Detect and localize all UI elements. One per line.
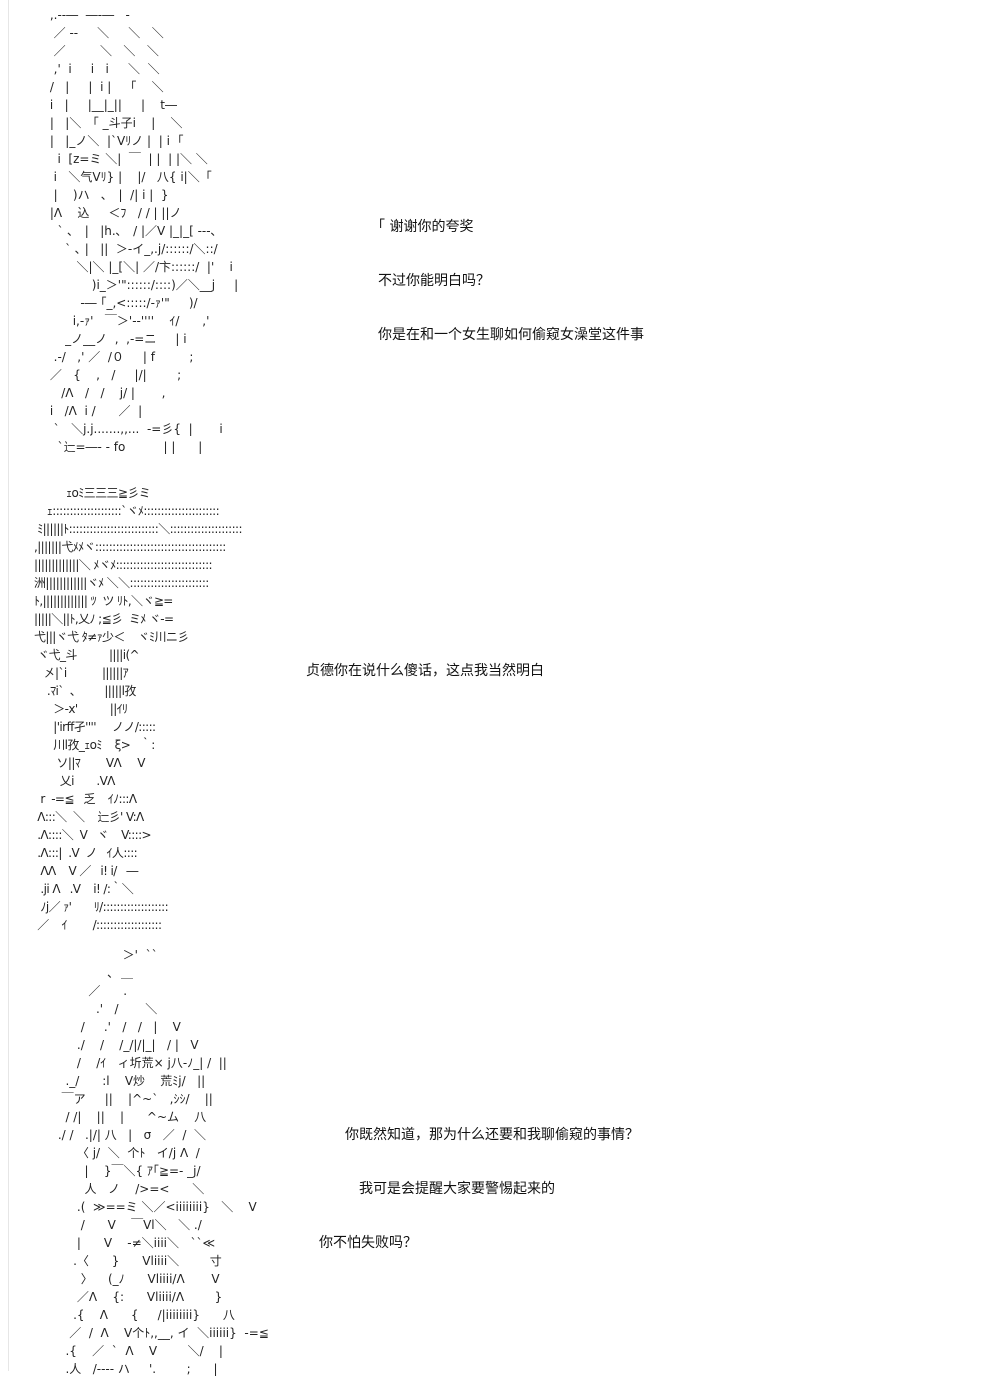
dialogue-line: 不过你能明白吗？ — [378, 273, 490, 289]
dialogue-line: ｢ 谢谢你的夸奖 — [378, 219, 474, 235]
dialogue-block-3: 你既然知道，那为什么还要和我聊偷窥的事情？ 我可是会提醒大家要警惕起来的 你不怕… — [319, 1090, 639, 1288]
ascii-art-character-3: ＞' `` ､ ＿ ／ . .' / ＼ / .' / / | V ./ / /… — [57, 948, 269, 1376]
dialogue-block-1: ｢ 谢谢你的夸奖 不过你能明白吗？ 你是在和一个女生聊如何偷窥女澡堂这件事 — [378, 182, 644, 380]
dialogue-line: 我可是会提醒大家要警惕起来的 — [359, 1181, 555, 1197]
page-canvas: ,.--― ―-― - ／ -- ＼ ＼ ＼ ／ ＼ ＼ ＼ ,' i i i … — [8, 0, 992, 1376]
ascii-art-character-1: ,.--― ―-― - ／ -- ＼ ＼ ＼ ／ ＼ ＼ ＼ ,' i i i … — [49, 8, 239, 454]
dialogue-line: 贞德你在说什么傻话，这点我当然明白 — [306, 663, 544, 679]
dialogue-line: 你不怕失败吗？ — [319, 1235, 417, 1251]
dialogue-line: 你是在和一个女生聊如何偷窥女澡堂这件事 — [378, 327, 644, 343]
dialogue-line: 你既然知道，那为什么还要和我聊偷窥的事情？ — [345, 1127, 639, 1143]
ascii-art-character-2: ｪoﾐ三三三≧彡ミ ｪ::::::::::::::::::::`ヾﾒ::::::… — [34, 486, 243, 932]
dialogue-block-2: 贞德你在说什么傻话，这点我当然明白 — [306, 626, 544, 716]
